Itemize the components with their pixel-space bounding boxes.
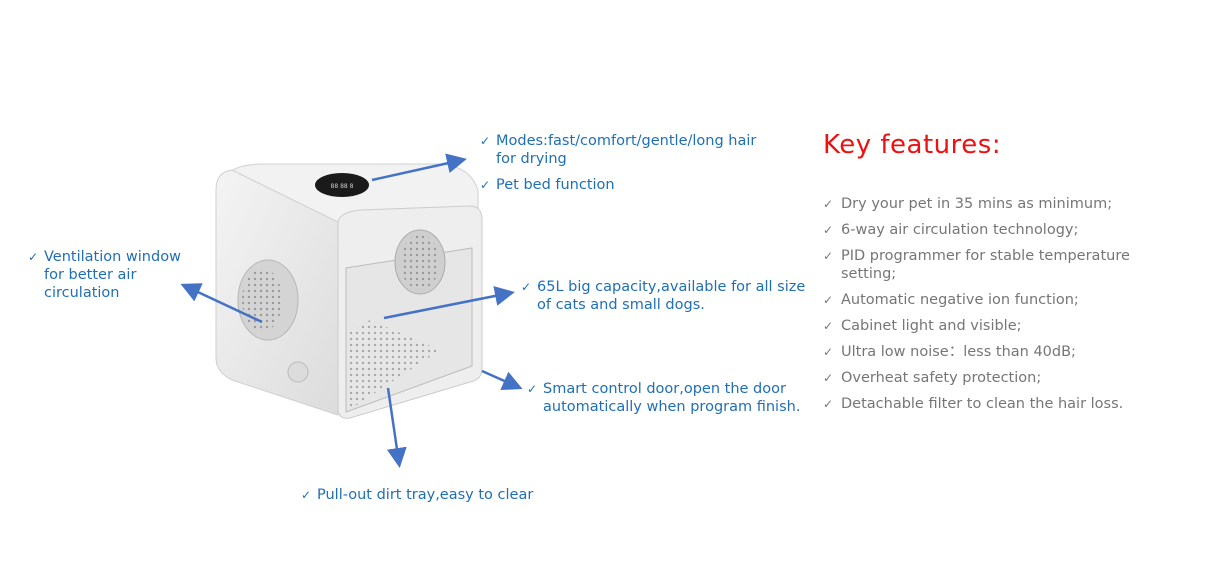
callout-capacity: ✓ 65L big capacity,available for all siz… — [521, 278, 811, 314]
callout-text: Pull-out dirt tray,easy to clear — [317, 487, 534, 503]
check-icon: ✓ — [301, 488, 312, 502]
svg-text:88 88 8: 88 88 8 — [331, 183, 354, 190]
callout-ventilation: ✓ Ventilation window for better air circ… — [28, 248, 203, 302]
feature-item: ✓ Detachable filter to clean the hair los… — [823, 395, 1173, 413]
check-icon: ✓ — [823, 319, 834, 333]
feature-text: Ultra low noise：less than 40dB; — [841, 344, 1076, 360]
check-icon: ✓ — [521, 280, 532, 294]
callout-item: ✓ Modes:fast/comfort/gentle/long hair fo… — [480, 132, 760, 168]
callout-item: ✓ Pet bed function — [480, 176, 760, 194]
feature-item: ✓ Dry your pet in 35 mins as minimum; — [823, 195, 1173, 213]
callout-text: Pet bed function — [496, 177, 615, 193]
feature-item: ✓ Cabinet light and visible; — [823, 317, 1173, 335]
feature-text: PID programmer for stable temperature se… — [841, 248, 1130, 282]
feature-text: 6-way air circulation technology; — [841, 222, 1079, 238]
feature-item: ✓ Automatic negative ion function; — [823, 291, 1173, 309]
callout-door: ✓ Smart control door,open the door autom… — [527, 380, 827, 416]
check-icon: ✓ — [28, 250, 39, 264]
feature-text: Detachable filter to clean the hair loss… — [841, 396, 1124, 412]
check-icon: ✓ — [480, 178, 491, 192]
check-icon: ✓ — [823, 223, 834, 237]
feature-item: ✓ Overheat safety protection; — [823, 369, 1173, 387]
feature-text: Overheat safety protection; — [841, 370, 1042, 386]
check-icon: ✓ — [823, 197, 834, 211]
check-icon: ✓ — [823, 249, 834, 263]
check-icon: ✓ — [823, 371, 834, 385]
callout-text: Ventilation window for better air circul… — [44, 249, 181, 301]
callout-tray: ✓ Pull-out dirt tray,easy to clear — [301, 486, 601, 504]
feature-item: ✓ PID programmer for stable temperature s… — [823, 247, 1171, 283]
key-features-title: Key features: — [823, 130, 1002, 160]
check-icon: ✓ — [823, 397, 834, 411]
pet-dryer-cabinet: 88 88 8 — [215, 163, 483, 419]
check-icon: ✓ — [480, 134, 491, 148]
callout-text: Modes:fast/comfort/gentle/long hair for … — [496, 133, 757, 167]
feature-text: Automatic negative ion function; — [841, 292, 1079, 308]
callout-text: Smart control door,open the door automat… — [543, 381, 801, 415]
callout-modes: ✓ Modes:fast/comfort/gentle/long hair fo… — [480, 132, 760, 194]
feature-text: Cabinet light and visible; — [841, 318, 1022, 334]
feature-item: ✓ 6-way air circulation technology; — [823, 221, 1173, 239]
callout-text: 65L big capacity,available for all size … — [537, 279, 806, 313]
feature-item: ✓ Ultra low noise：less than 40dB; — [823, 343, 1173, 361]
check-icon: ✓ — [823, 345, 834, 359]
check-icon: ✓ — [527, 382, 538, 396]
feature-text: Dry your pet in 35 mins as minimum; — [841, 196, 1113, 212]
key-features-list: ✓ Dry your pet in 35 mins as minimum; ✓ 6-… — [823, 195, 1173, 421]
callout-arrows — [180, 153, 523, 468]
check-icon: ✓ — [823, 293, 834, 307]
